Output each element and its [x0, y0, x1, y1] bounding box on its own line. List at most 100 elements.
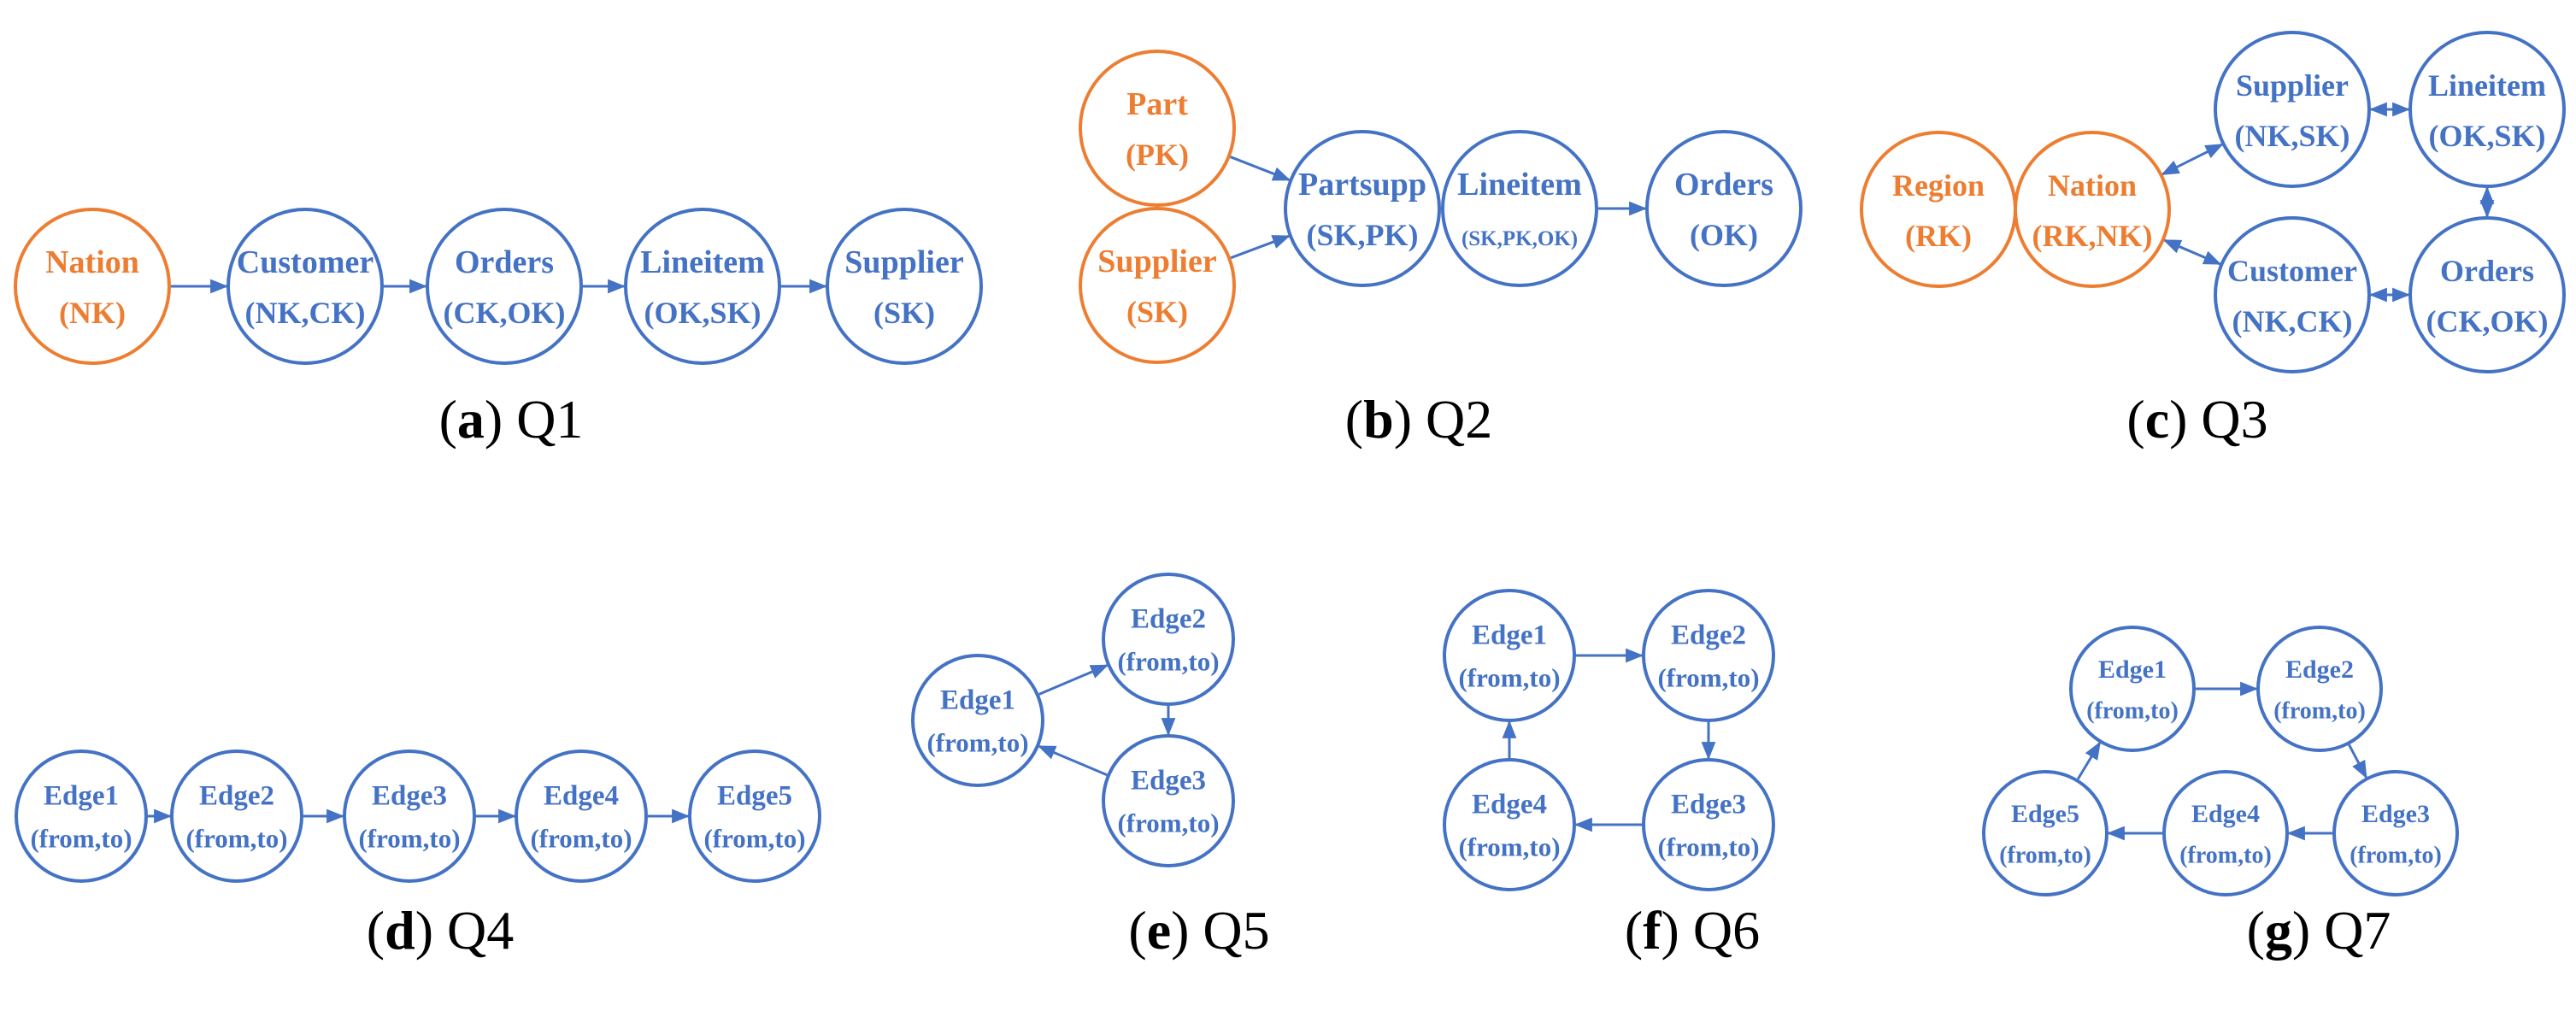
node-circle	[1982, 770, 2108, 896]
node-title: Edge2	[199, 780, 274, 811]
edge-e-e3-e1	[1037, 744, 1108, 777]
caption-letter: c	[2145, 389, 2169, 450]
node-title: Edge4	[1472, 789, 1547, 820]
node-title: Orders	[1674, 167, 1773, 203]
caption-query: Q1	[516, 389, 583, 450]
node-a-nation: Nation(NK)	[14, 208, 171, 365]
node-c-nation: Nation(RK,NK)	[2014, 131, 2171, 288]
node-title: Edge3	[372, 780, 447, 811]
node-title: Nation	[45, 244, 139, 280]
node-key: (from,to)	[1117, 808, 1219, 838]
node-title: Edge5	[717, 780, 792, 811]
caption-query: Q2	[1426, 389, 1492, 450]
edge-g-e5-e1	[2076, 741, 2102, 780]
caption-letter: b	[1363, 389, 1394, 450]
node-key: (from,to)	[530, 823, 632, 853]
node-title: Edge1	[2098, 655, 2167, 684]
node-title: Edge4	[544, 780, 619, 811]
node-b-orders: Orders (OK)	[1645, 130, 1803, 287]
nodes-layer: Nation(NK) Customer (NK,CK) Orders (CK,OK) Li…	[14, 31, 2566, 896]
node-circle	[2162, 770, 2289, 896]
caption-query: Q5	[1203, 900, 1269, 961]
node-title: Edge1	[1472, 620, 1547, 650]
node-title: Customer	[237, 244, 374, 280]
node-key: (SK)	[1126, 295, 1188, 329]
node-key: (OK,SK)	[644, 296, 761, 330]
node-circle	[826, 208, 983, 365]
node-b-lineitem: Lineitem (SK,PK,OK)	[1441, 130, 1598, 287]
node-circle	[2214, 216, 2371, 373]
node-title: Lineitem	[1457, 167, 1582, 203]
node-circle	[2214, 31, 2371, 188]
node-circle	[426, 208, 583, 365]
node-circle	[1642, 758, 1775, 891]
node-title: Edge5	[2011, 800, 2079, 828]
node-f-e1: Edge1 (from,to)	[1443, 589, 1576, 722]
node-c-supplier: Supplier(NK,SK)	[2214, 31, 2371, 188]
node-key: (from,to)	[2273, 698, 2366, 725]
node-title: Supplier	[844, 244, 964, 280]
node-circle	[1079, 207, 1236, 364]
node-key: (CK,OK)	[2426, 304, 2549, 338]
node-e-e3: Edge3(from,to)	[1102, 734, 1235, 867]
node-circle	[2256, 626, 2383, 752]
edge-b-part-partsupp	[1230, 156, 1291, 181]
node-key: (CK,OK)	[444, 296, 566, 330]
node-key: (from,to)	[926, 727, 1028, 757]
node-key: (SK,PK)	[1307, 218, 1419, 252]
node-f-e3: Edge3(from,to)	[1642, 758, 1775, 891]
node-d-e5: Edge5(from,to)	[688, 749, 821, 883]
caption-letter: a	[457, 389, 485, 450]
node-a-customer: Customer (NK,CK)	[226, 208, 384, 365]
node-circle	[515, 749, 648, 883]
node-circle	[1860, 131, 2017, 288]
node-title: Region	[1892, 168, 1985, 203]
node-circle	[226, 208, 384, 365]
node-title: Edge3	[2361, 800, 2430, 828]
node-key: (PK)	[1126, 138, 1189, 172]
node-circle	[911, 654, 1044, 787]
caption-a: (a) Q1	[439, 389, 584, 450]
node-circle	[2069, 626, 2196, 752]
node-key: (NK,CK)	[245, 296, 366, 330]
caption-c: (c) Q3	[2126, 389, 2267, 450]
node-key: (from,to)	[2350, 843, 2442, 869]
node-circle	[2408, 216, 2566, 373]
caption-letter: e	[1147, 900, 1171, 961]
node-title: Customer	[2227, 254, 2357, 288]
node-c-lineitem: Lineitem(OK,SK)	[2408, 31, 2566, 188]
node-key: (from,to)	[1458, 662, 1560, 692]
caption-query: Q6	[1693, 900, 1760, 961]
node-b-part: Part(PK)	[1079, 50, 1236, 207]
caption-letter: f	[1643, 900, 1661, 961]
node-key: (NK,CK)	[2232, 304, 2353, 338]
node-d-e3: Edge3 (from,to)	[343, 749, 476, 883]
node-f-e4: Edge4 (from,to)	[1443, 758, 1576, 891]
node-circle	[1079, 50, 1236, 207]
edges-layer	[148, 102, 2495, 841]
node-key: (from,to)	[185, 823, 287, 853]
node-b-partsupp: Partsupp(SK,PK)	[1284, 130, 1441, 287]
node-circle	[1642, 589, 1775, 722]
node-d-e2: Edge2 (from,to)	[170, 749, 303, 883]
node-key: (OK)	[1690, 218, 1758, 252]
node-circle	[1102, 734, 1235, 867]
node-circle	[1102, 573, 1235, 706]
node-key: (from,to)	[1657, 662, 1759, 692]
node-f-e2: Edge2(from,to)	[1642, 589, 1775, 722]
caption-d: (d) Q4	[367, 900, 514, 961]
node-title: Edge2	[2285, 655, 2354, 684]
node-key: (SK,PK,OK)	[1461, 227, 1578, 250]
node-g-e4: Edge4(from,to)	[2162, 770, 2289, 896]
node-key: (from,to)	[358, 823, 460, 853]
node-a-supplier: Supplier (SK)	[826, 208, 983, 365]
node-title: Edge1	[44, 780, 119, 811]
node-c-customer: Customer (NK,CK)	[2214, 216, 2371, 373]
node-title: Supplier	[2236, 68, 2349, 103]
caption-letter: g	[2265, 900, 2292, 961]
node-circle	[2014, 131, 2171, 288]
node-key: (from,to)	[1458, 832, 1560, 861]
node-c-region: Region(RK)	[1860, 131, 2017, 288]
node-key: (SK)	[873, 296, 935, 330]
